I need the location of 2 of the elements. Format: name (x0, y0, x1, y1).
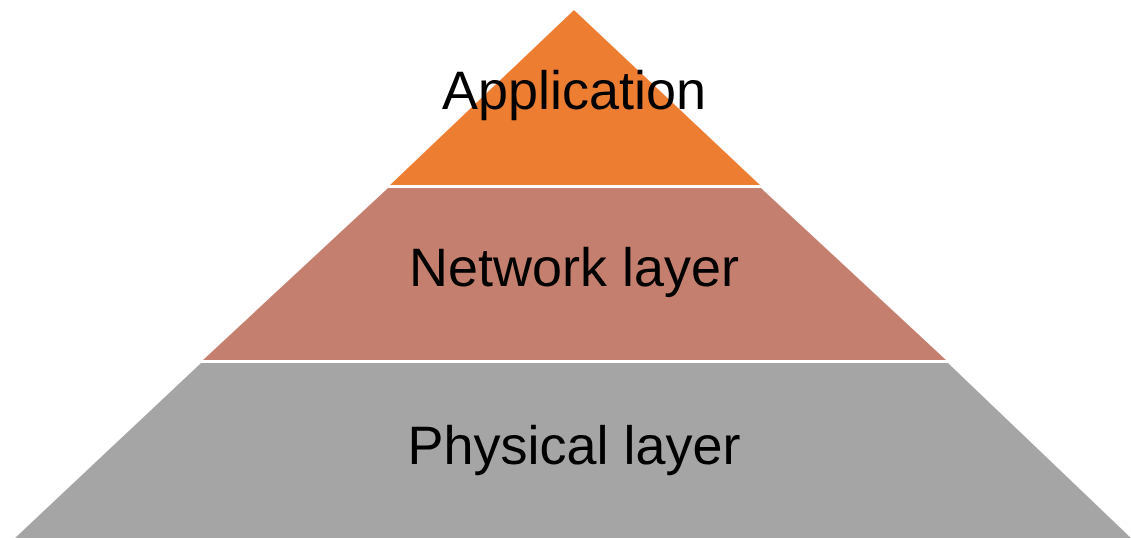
pyramid-layer: Network layer (203, 188, 946, 360)
pyramid-layer: Physical layer (15, 363, 1131, 538)
